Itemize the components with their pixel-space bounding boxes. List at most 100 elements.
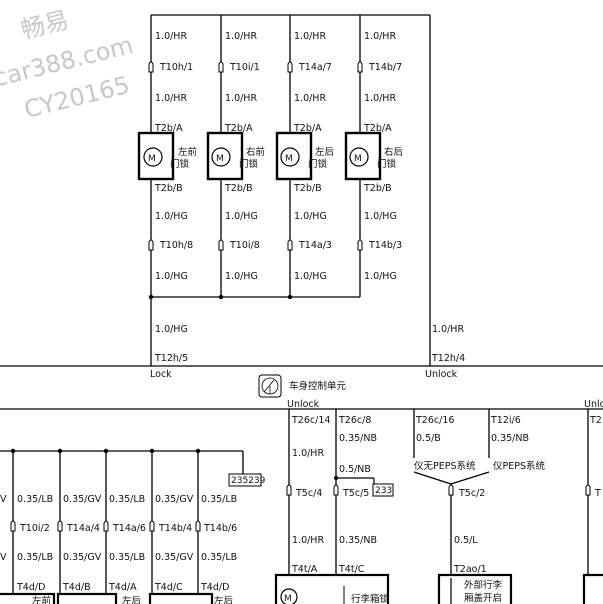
door-lock-column-2: 1.0/HR T10i/1 1.0/HR T2b/A M 右前 门锁 T2b/B… — [206, 15, 265, 297]
wire-label: 1.0/HR — [155, 93, 187, 104]
svg-text:0.5/B: 0.5/B — [416, 433, 441, 444]
watermark: 畅易 car388.com CY20165 — [0, 6, 136, 124]
wire-label: 1.0/HR — [364, 93, 396, 104]
svg-text:T4d/B: T4d/B — [62, 582, 91, 593]
trunk-lock-label: 行李箱锁 — [351, 593, 390, 604]
svg-text:0.35/LB: 0.35/LB — [109, 552, 145, 563]
connector-label: T10i/1 — [229, 62, 260, 73]
svg-text:1.0/HR: 1.0/HR — [292, 535, 324, 546]
svg-text:T26c/8: T26c/8 — [338, 415, 371, 426]
svg-text:T14a/6: T14a/6 — [112, 523, 146, 534]
bcm-label: 车身控制单元 — [289, 380, 347, 392]
svg-text:仪PEPS系统: 仪PEPS系统 — [493, 460, 545, 472]
svg-text:0.35/NB: 0.35/NB — [339, 535, 377, 546]
wire-label: 1.0/HR — [155, 31, 187, 42]
wire-label: 1.0/HG — [364, 211, 397, 222]
connector-label: T14a/7 — [298, 62, 332, 73]
right-edge-partial: T2 T — [582, 409, 603, 604]
unlock-pin-label: T12h/4 — [431, 353, 465, 364]
door-lock-column-3: 1.0/HR T14a/7 1.0/HR T2b/A M 左后 门锁 T2b/B… — [275, 15, 335, 297]
svg-text:M: M — [284, 594, 292, 604]
motor-label-line2: 门锁 — [239, 158, 259, 170]
connector-label: T10h/1 — [159, 62, 193, 73]
lock-wire-label: 1.0/HG — [155, 324, 188, 335]
wire-label: 1.0/HR — [364, 31, 396, 42]
motor-icon — [211, 147, 231, 167]
svg-text:0.35/GV: 0.35/GV — [63, 552, 102, 563]
trunk-lock-circuit: T26c/14 T26c/8 0.35/NB 1.0/HR 0.5/NB T5c… — [274, 409, 394, 604]
motor-label-line1: 右前 — [246, 146, 265, 158]
svg-text:仪无PEPS系统: 仪无PEPS系统 — [414, 460, 476, 472]
svg-text:左后: 左后 — [214, 595, 234, 604]
svg-text:T5c/5: T5c/5 — [342, 488, 369, 499]
unlock-wire-label: 1.0/HR — [432, 324, 464, 335]
wire-label: 1.0/HR — [225, 31, 257, 42]
svg-text:T10i/2: T10i/2 — [19, 523, 50, 534]
unlock-label: Unlock — [425, 369, 458, 380]
svg-text:M: M — [148, 154, 156, 164]
svg-text:T4t/C: T4t/C — [338, 564, 365, 575]
svg-text:M: M — [216, 154, 224, 164]
pin-label: T2b/A — [293, 123, 322, 134]
svg-text:左前: 左前 — [32, 595, 51, 604]
pin-label: T2b/B — [154, 183, 183, 194]
svg-text:T2: T2 — [589, 415, 602, 426]
pin-label: T2b/A — [363, 123, 392, 134]
svg-text:0.35/GV: 0.35/GV — [155, 552, 194, 563]
switch-label-line1: 外部行李 — [464, 579, 503, 591]
wire-label: 1.0/HG — [225, 211, 258, 222]
wire-label: 1.0/HG — [225, 271, 258, 282]
svg-text:0.35/LB: 0.35/LB — [201, 552, 237, 563]
svg-text:1.0/HR: 1.0/HR — [292, 448, 324, 459]
svg-text:0.35/LB: 0.35/LB — [109, 494, 145, 505]
svg-text:V: V — [0, 494, 7, 505]
svg-text:T14b/6: T14b/6 — [203, 523, 237, 534]
svg-text:T4t/A: T4t/A — [291, 564, 318, 575]
svg-text:T14a/4: T14a/4 — [66, 523, 100, 534]
svg-text:0.35/NB: 0.35/NB — [339, 433, 377, 444]
motor-icon — [349, 147, 369, 167]
ref-box-label: 235239 — [231, 476, 266, 486]
connector-label: T10h/8 — [159, 240, 193, 251]
door-lock-column-4: 1.0/HR T14b/7 1.0/HR T2b/A M 右后 门锁 T2b/B… — [344, 15, 404, 297]
wire-label: 1.0/HR — [294, 93, 326, 104]
trunk-release-circuit: T26c/16 T12i/6 0.5/B 0.35/NB 仪无PEPS系统 仪P… — [413, 409, 545, 604]
unlock-label-right: Unlo — [584, 399, 603, 410]
bcm-icon — [258, 374, 282, 398]
switch-label-line2: 厢盖开启 — [464, 592, 502, 604]
wire-label: 1.0/HG — [364, 271, 397, 282]
wire-label: 1.0/HR — [225, 93, 257, 104]
motor-label-line2: 门锁 — [377, 158, 397, 170]
lock-pin-label: T12h/5 — [154, 353, 188, 364]
svg-text:0.5/NB: 0.5/NB — [339, 464, 371, 475]
svg-text:M: M — [285, 154, 293, 164]
svg-text:0.35/LB: 0.35/LB — [17, 552, 53, 563]
svg-text:T4d/D: T4d/D — [200, 582, 229, 593]
motor-label-line2: 门锁 — [170, 158, 190, 170]
svg-text:M: M — [354, 154, 362, 164]
motor-label-line1: 左前 — [178, 146, 197, 158]
door-lock-motor-box — [275, 131, 313, 181]
left-wire-group: V 0.35/LB 0.35/GV 0.35/LB 0.35/GV 0.35/L… — [0, 448, 237, 604]
svg-text:T5c/4: T5c/4 — [295, 488, 322, 499]
pin-label: T2b/A — [154, 123, 183, 134]
lock-label: Lock — [150, 369, 172, 380]
svg-text:T12i/6: T12i/6 — [490, 415, 521, 426]
svg-text:T4d/C: T4d/C — [154, 582, 183, 593]
motor-label-line1: 左后 — [315, 146, 335, 158]
ref-box — [228, 473, 262, 487]
motor-icon — [280, 147, 300, 167]
pin-label: T2b/B — [363, 183, 392, 194]
ref-233: 233 — [375, 486, 392, 496]
wire-label: 1.0/HR — [294, 31, 326, 42]
svg-text:0.5/L: 0.5/L — [454, 535, 478, 546]
motor-icon — [143, 147, 163, 167]
pin-label: T2b/A — [224, 123, 253, 134]
wire-label: 1.0/HG — [155, 211, 188, 222]
svg-text:T26c/14: T26c/14 — [291, 415, 330, 426]
connector-label: T14b/3 — [368, 240, 402, 251]
motor-label-line2: 门锁 — [308, 158, 328, 170]
connector-label: T10i/8 — [229, 240, 260, 251]
svg-text:T4d/D: T4d/D — [16, 582, 45, 593]
